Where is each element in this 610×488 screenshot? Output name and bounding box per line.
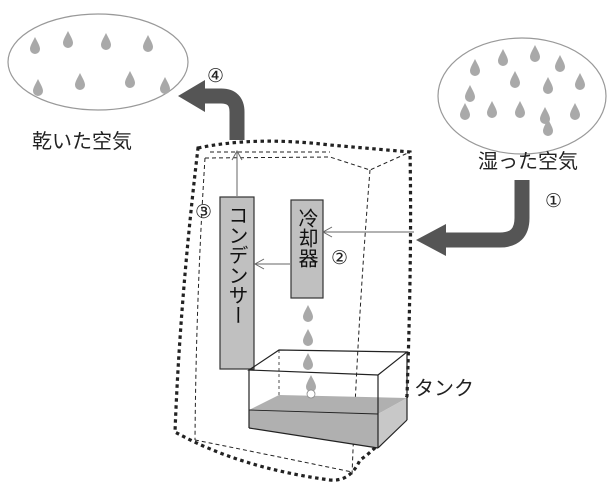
humid-air-inlet-arrow [416, 180, 530, 256]
dry-air-label: 乾いた空気 [32, 129, 132, 153]
cooler-label: 冷却器 [295, 208, 319, 268]
humid-air-cloud [437, 37, 607, 155]
water-drop-icon [303, 305, 316, 392]
cooler-unit [290, 199, 324, 299]
condenser-unit [219, 196, 255, 370]
humid-air-label: 湿った空気 [478, 149, 578, 173]
condenser-label: コンデンサー [225, 205, 249, 325]
inlet-to-cooler-arrow [321, 226, 414, 238]
condenser-to-outlet-arrow [231, 149, 243, 196]
housing-outline [173, 139, 413, 482]
step-1-marker: ① [545, 190, 562, 212]
step-4-marker: ④ [207, 65, 224, 87]
cooler-to-condenser-arrow [253, 258, 290, 270]
dry-air-cloud [7, 13, 189, 111]
step-2-marker: ② [331, 247, 348, 269]
tank-label: タンク [414, 376, 474, 400]
water-tank [247, 349, 409, 449]
step-3-marker: ③ [195, 201, 212, 223]
dry-air-outlet-arrow [178, 80, 245, 140]
